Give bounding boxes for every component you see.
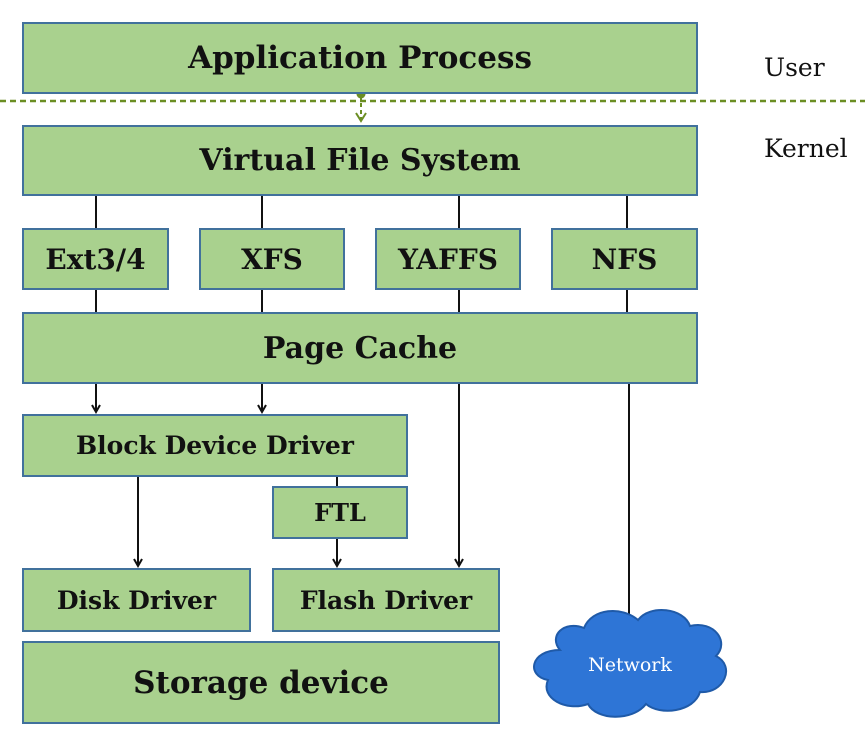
network-label: Network — [588, 654, 672, 676]
yaffs-box: YAFFS — [375, 228, 521, 290]
page-cache-box: Page Cache — [22, 312, 698, 384]
block-device-driver-box: Block Device Driver — [22, 414, 408, 477]
xfs-box: XFS — [199, 228, 345, 290]
ftl-box: FTL — [272, 486, 408, 539]
flash-driver-box: Flash Driver — [272, 568, 500, 632]
nfs-box: NFS — [551, 228, 698, 290]
application-process-box: Application Process — [22, 22, 698, 94]
storage-device-box: Storage device — [22, 641, 500, 724]
virtual-file-system-box: Virtual File System — [22, 125, 698, 196]
ext34-box: Ext3/4 — [22, 228, 169, 290]
kernel-space-label: Kernel — [764, 134, 848, 163]
user-space-label: User — [764, 53, 825, 82]
disk-driver-box: Disk Driver — [22, 568, 251, 632]
network-cloud — [533, 608, 728, 718]
